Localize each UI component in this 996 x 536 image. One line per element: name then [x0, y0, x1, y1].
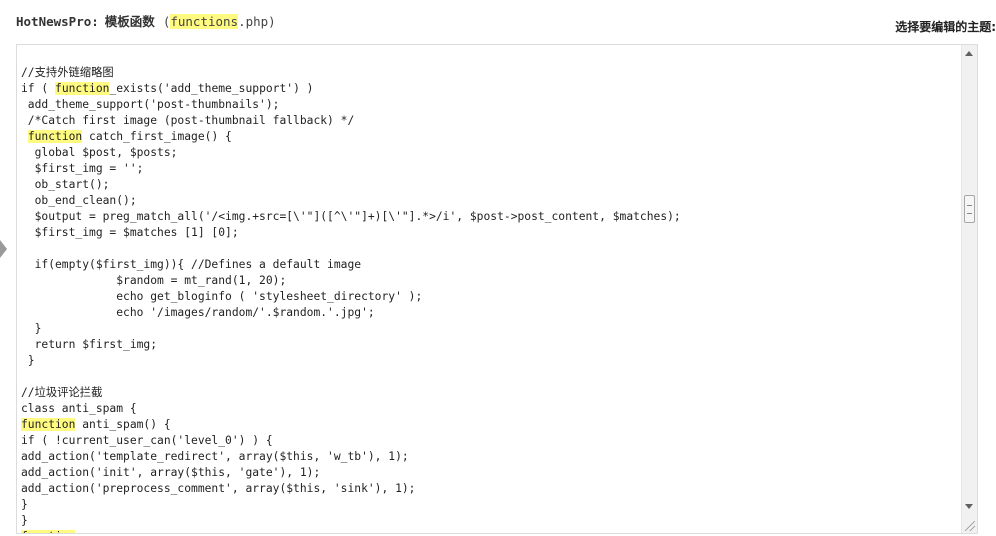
code-line: //垃圾评论拦截 [21, 386, 103, 399]
theme-name: HotNewsPro: [16, 14, 99, 29]
code-line: } [21, 514, 28, 527]
code-line: if(empty($first_img)){ //Defines a defau… [21, 258, 362, 271]
code-line: /*Catch first image (post-thumbnail fall… [21, 114, 355, 127]
scroll-thumb[interactable] [964, 195, 975, 223]
code-line: global $post, $posts; [21, 146, 178, 159]
code-line: if ( !current_user_can('level_0') ) { [21, 434, 273, 447]
scroll-down-arrow-icon[interactable] [965, 504, 973, 509]
code-line: $output = preg_match_all('/<img.+src=[\'… [21, 210, 681, 223]
code-line: ob_end_clean(); [21, 194, 137, 207]
code-line: class anti_spam { [21, 402, 137, 415]
code-line: //支持外链缩略图 [21, 66, 114, 79]
code-line: echo '/images/random/'.$random.'.jpg'; [21, 306, 375, 319]
code-line: function anti_spam() { [21, 418, 171, 431]
code-line: add_action('preprocess_comment', array($… [21, 482, 416, 495]
code-line: add_action('template_redirect', array($t… [21, 450, 409, 463]
resize-grip-icon[interactable] [965, 521, 975, 531]
code-line: } [21, 498, 28, 511]
code-line [21, 241, 959, 257]
code-line: } [21, 354, 35, 367]
scroll-up-arrow-icon[interactable] [965, 51, 973, 56]
editor-scrollbar[interactable] [961, 45, 977, 533]
code-line: if ( function_exists('add_theme_support'… [21, 82, 314, 95]
search-highlight: function [27, 130, 83, 143]
search-highlight: function [21, 530, 76, 533]
code-line [21, 369, 959, 385]
collapse-arrow-icon[interactable] [0, 240, 7, 258]
code-line: return $first_img; [21, 338, 158, 351]
code-line [21, 49, 959, 65]
code-line: echo get_bloginfo ( 'stylesheet_director… [21, 290, 423, 303]
search-highlight: function [21, 418, 76, 431]
theme-select-label: 选择要编辑的主题: [895, 20, 996, 34]
code-line: add_theme_support('post-thumbnails'); [21, 98, 280, 111]
code-line: add_action('init', array($this, 'gate'),… [21, 466, 321, 479]
search-highlight: function [55, 82, 110, 95]
code-line: $random = mt_rand(1, 20); [21, 274, 287, 287]
file-name-rest: .php) [238, 14, 276, 29]
code-content[interactable]: ­ ­ ­ ­ //支持外链缩略图 if ( function_exists('a… [21, 45, 959, 533]
file-name-highlight: functions [170, 14, 239, 29]
file-name: (functions.php) [163, 14, 276, 29]
page-name: 模板函数 [104, 14, 155, 29]
code-line: ­ ­ ­ ­ [21, 45, 959, 49]
code-line: ob_start(); [21, 178, 110, 191]
code-line: function catch_first_image() { [27, 130, 232, 143]
code-line: } [21, 322, 42, 335]
file-open-paren: ( [162, 14, 171, 29]
page-title: HotNewsPro: 模板函数 (functions.php) [16, 11, 276, 30]
code-line: $first_img = $matches [1] [0]; [21, 226, 239, 239]
code-editor[interactable]: ­ ­ ­ ­ //支持外链缩略图 if ( function_exists('a… [16, 44, 978, 534]
code-line: function [21, 529, 959, 533]
code-line: $first_img = ''; [21, 162, 144, 175]
